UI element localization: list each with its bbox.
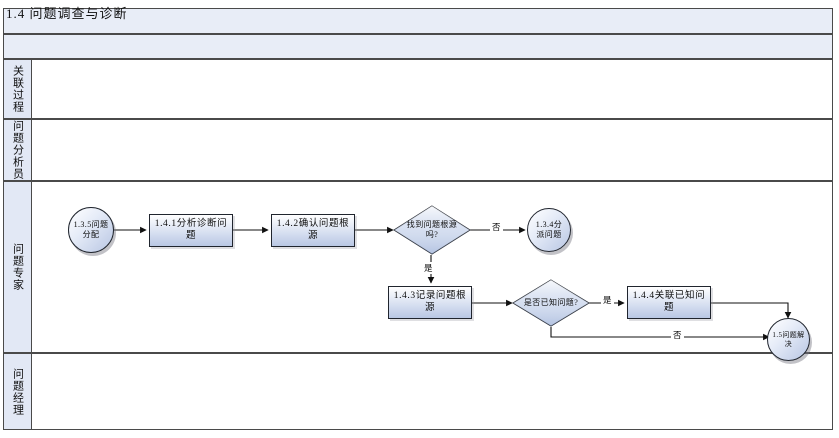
node-label: 1.4.1分析诊断问题 [154,218,228,241]
node-label: 1.4.2确认问题根源 [276,218,350,241]
subheader-row [3,34,833,59]
swimlane-label-text: 关联过程 [11,65,24,113]
swimlane-problem-expert: 问题专家 [3,181,833,353]
node-decision-root-cause-found[interactable]: 找到问题根源吗? [393,205,471,255]
node-record-root-cause[interactable]: 1.4.3记录问题根源 [388,286,472,319]
swimlane-label-text: 问题专家 [11,243,24,291]
node-dispatch-problem[interactable]: 1.3.4分派问题 [527,208,571,252]
node-label: 1.4.3记录问题根源 [393,290,467,313]
node-label: 1.3.5问题分配 [73,220,109,239]
node-start-problem-assignment[interactable]: 1.3.5问题分配 [68,207,114,253]
swimlane-label-related-process: 关联过程 [4,60,32,118]
page-title: 1.4 问题调查与诊断 [6,6,128,21]
swimlane-label-text: 问题分析员 [11,120,24,180]
edge-label-root-cause-yes: 是 [422,262,435,274]
swimlane-problem-manager: 问题经理 [3,353,833,430]
swimlane-label-problem-expert: 问题专家 [4,182,32,352]
edge-label-known-no: 否 [671,329,684,341]
node-confirm-root-cause[interactable]: 1.4.2确认问题根源 [271,214,355,247]
node-end-problem-resolution[interactable]: 1.5问题解决 [767,318,810,361]
title-row [3,8,833,34]
node-label: 找到问题根源吗? [406,220,458,239]
node-label: 是否已知问题? [523,298,579,308]
swimlane-related-process: 关联过程 [3,59,833,119]
swimlane-label-text: 问题经理 [11,367,24,416]
swimlane-problem-analyst: 问题分析员 [3,119,833,181]
node-label: 1.5问题解决 [772,330,805,348]
edge-label-root-cause-no: 否 [490,221,503,233]
node-decision-known-problem[interactable]: 是否已知问题? [512,279,590,327]
node-analyze-diagnose-problem[interactable]: 1.4.1分析诊断问题 [149,214,233,247]
swimlane-label-problem-analyst: 问题分析员 [4,120,32,180]
edge-label-known-yes: 是 [601,294,614,306]
swimlane-label-problem-manager: 问题经理 [4,354,32,429]
node-label: 1.3.4分派问题 [535,220,563,239]
node-relate-known-problem[interactable]: 1.4.4关联已知问题 [627,286,711,319]
node-label: 1.4.4关联已知问题 [632,290,706,313]
